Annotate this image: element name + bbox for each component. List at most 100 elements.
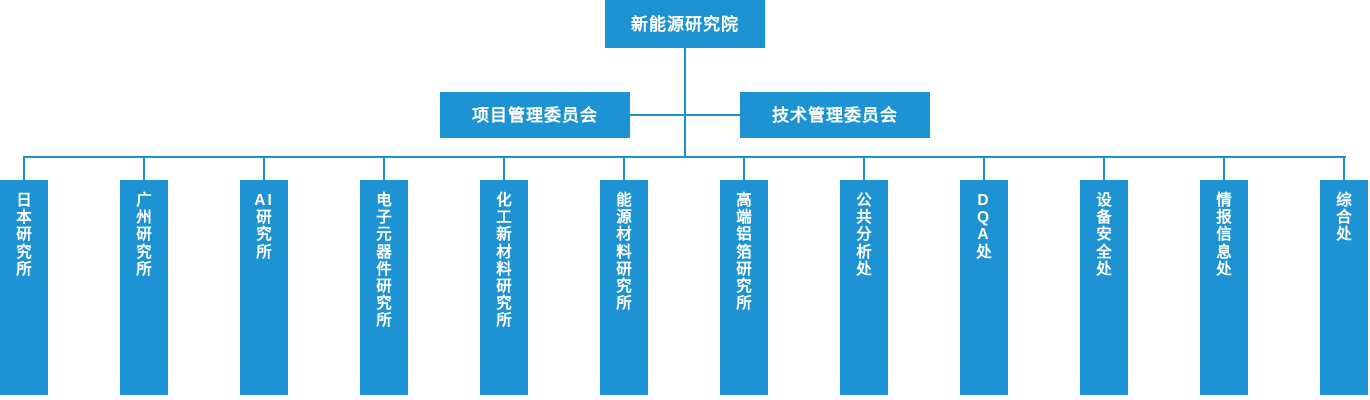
glyph: 研: [496, 277, 512, 295]
glyph: 本: [16, 209, 32, 227]
connector-drop-4: [383, 156, 385, 180]
connector-drop-10: [1103, 156, 1105, 180]
glyph: 研: [736, 260, 752, 278]
glyph: 铝: [736, 226, 752, 244]
node-committee-technical[interactable]: 技术管理委员会: [740, 92, 930, 138]
glyph: 工: [496, 209, 512, 227]
connector-drop-2: [143, 156, 145, 180]
node-department-2[interactable]: 广州研究所: [120, 180, 168, 395]
node-committee-technical-label: 技术管理委员会: [772, 105, 898, 125]
node-department-12-label: 综合处: [1320, 192, 1368, 244]
glyph: 研: [136, 226, 152, 244]
glyph: 子: [376, 209, 392, 227]
node-department-10-label: 设备安全处: [1080, 192, 1128, 278]
glyph: 情: [1216, 192, 1232, 209]
node-department-4-label: 电子元器件研究所: [360, 192, 408, 330]
glyph: 全: [1096, 243, 1112, 261]
connector-drop-6: [623, 156, 625, 180]
glyph: Q: [976, 209, 992, 227]
glyph: 件: [376, 260, 392, 278]
glyph: 究: [736, 277, 752, 295]
node-department-2-label: 广州研究所: [120, 192, 168, 278]
glyph: 所: [736, 295, 752, 313]
connector-drop-8: [863, 156, 865, 180]
glyph: 究: [256, 226, 272, 244]
node-root-label: 新能源研究院: [631, 14, 739, 34]
connector-drop-7: [743, 156, 745, 180]
glyph: 报: [1216, 209, 1232, 227]
node-department-11-label: 情报信息处: [1200, 192, 1248, 278]
glyph: 析: [856, 243, 872, 261]
glyph: 日: [16, 192, 32, 209]
glyph: 元: [376, 226, 392, 244]
glyph: 合: [1336, 209, 1352, 227]
glyph: 研: [256, 209, 272, 227]
node-root[interactable]: 新能源研究院: [605, 0, 765, 48]
glyph: 研: [616, 260, 632, 278]
node-department-6[interactable]: 能源材料研究所: [600, 180, 648, 395]
glyph: 所: [616, 295, 632, 313]
node-department-11[interactable]: 情报信息处: [1200, 180, 1248, 395]
connector-root-to-bus: [684, 48, 686, 156]
glyph: 公: [856, 192, 872, 209]
node-department-5-label: 化工新材料研究所: [480, 192, 528, 330]
node-department-4[interactable]: 电子元器件研究所: [360, 180, 408, 395]
node-department-5[interactable]: 化工新材料研究所: [480, 180, 528, 395]
glyph: D: [977, 192, 991, 209]
glyph: 高: [736, 192, 752, 209]
node-department-7-label: 高端铝箔研究所: [720, 192, 768, 312]
glyph: 能: [616, 192, 632, 209]
glyph: 端: [736, 209, 752, 227]
node-department-6-label: 能源材料研究所: [600, 192, 648, 312]
node-committee-project[interactable]: 项目管理委员会: [440, 92, 630, 138]
node-department-10[interactable]: 设备安全处: [1080, 180, 1128, 395]
glyph: 料: [496, 260, 512, 278]
connector-drop-9: [983, 156, 985, 180]
glyph: 研: [376, 277, 392, 295]
glyph: 广: [136, 192, 152, 209]
node-department-1[interactable]: 日本研究所: [0, 180, 48, 395]
connector-drop-12: [1343, 156, 1345, 180]
node-committee-project-label: 项目管理委员会: [472, 105, 598, 125]
glyph: 信: [1216, 226, 1232, 244]
connector-drop-5: [503, 156, 505, 180]
glyph: 处: [1096, 260, 1112, 278]
connector-drop-3: [263, 156, 265, 180]
glyph: A: [977, 226, 991, 244]
glyph: 究: [136, 243, 152, 261]
glyph: 息: [1216, 243, 1232, 261]
connector-drop-1: [23, 156, 25, 180]
node-department-12[interactable]: 综合处: [1320, 180, 1368, 395]
node-department-1-label: 日本研究所: [0, 192, 48, 278]
glyph: 究: [616, 277, 632, 295]
glyph: 备: [1096, 209, 1112, 227]
glyph: 处: [1216, 260, 1232, 278]
connector-committee-link: [630, 114, 740, 116]
glyph: 所: [16, 260, 32, 278]
glyph: 材: [496, 243, 512, 261]
node-department-7[interactable]: 高端铝箔研究所: [720, 180, 768, 395]
glyph: 设: [1096, 192, 1112, 209]
node-department-8-label: 公共分析处: [840, 192, 888, 278]
glyph: 处: [1336, 226, 1352, 244]
glyph: 研: [16, 226, 32, 244]
glyph: 源: [616, 209, 632, 227]
glyph: 综: [1336, 192, 1352, 209]
connector-drop-11: [1223, 156, 1225, 180]
glyph: 料: [616, 243, 632, 261]
glyph: 处: [976, 243, 992, 261]
glyph: 州: [136, 209, 152, 227]
glyph: 究: [496, 295, 512, 313]
glyph: 安: [1096, 226, 1112, 244]
glyph: 究: [16, 243, 32, 261]
glyph: 箔: [736, 243, 752, 261]
glyph: 新: [496, 226, 512, 244]
glyph: 究: [376, 295, 392, 313]
node-department-8[interactable]: 公共分析处: [840, 180, 888, 395]
glyph: 化: [496, 192, 512, 209]
